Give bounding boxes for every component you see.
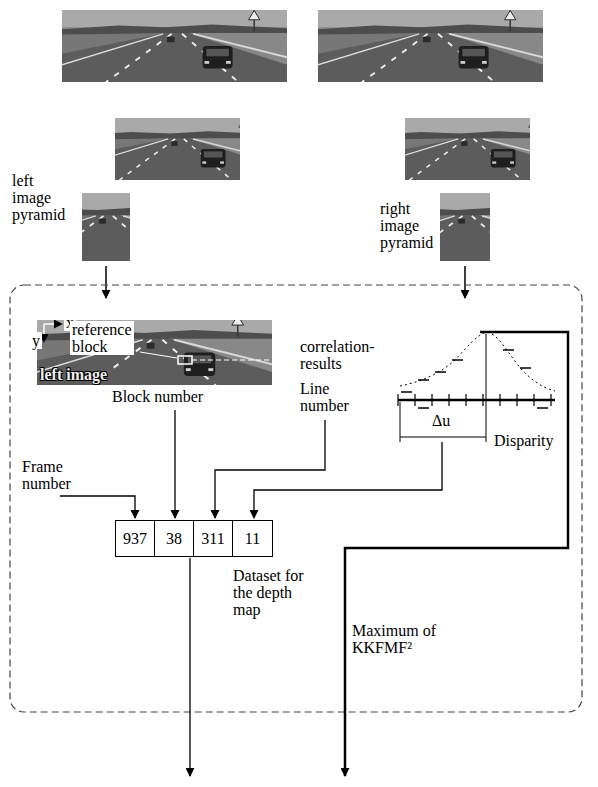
input-arrow (464, 266, 466, 298)
field-label: Frame number (22, 458, 71, 492)
leader-line (140, 352, 177, 358)
output-label: Maximum of KKFMF² (352, 622, 452, 656)
correlation-plot (398, 332, 555, 442)
axis-arrow (43, 324, 45, 342)
dimension-label: Disparity (494, 432, 554, 449)
field-value: 11 (245, 530, 260, 548)
record-field: 311 (193, 520, 233, 557)
field-value: 937 (123, 530, 147, 548)
plot-label: correlation-results (300, 338, 375, 372)
field-value: 38 (166, 530, 182, 548)
field-wire (60, 410, 442, 776)
axis-arrow (44, 323, 62, 325)
camera-image (318, 9, 543, 84)
dataset-record: Dataset for the depth map9373831111 (115, 520, 273, 557)
record-field: 38 (154, 520, 194, 557)
camera-image (375, 118, 561, 180)
record-field: 11 (232, 520, 273, 557)
left-image (37, 313, 272, 391)
input-arrow (105, 266, 107, 298)
camera-image (62, 9, 287, 84)
image-pyramid (4, 9, 567, 262)
reference-block (178, 356, 192, 364)
dimension-label: Δu (432, 412, 450, 429)
axis-label: y (30, 332, 42, 349)
process-region (10, 285, 582, 712)
pyramid-label: left image pyramid (12, 172, 65, 223)
camera-image (363, 193, 567, 261)
field-label: Block number (112, 388, 203, 405)
search-line (192, 359, 270, 360)
camera-image (85, 118, 271, 180)
record-field: 937 (115, 520, 155, 557)
field-value: 311 (201, 530, 224, 548)
maximum-line (345, 332, 568, 776)
field-label: Line number (300, 380, 349, 414)
record-heading: Dataset for the depth map (233, 567, 305, 618)
image-caption: left image (40, 366, 107, 383)
callout-label: reference block (70, 321, 134, 355)
pyramid-label: right image pyramid (380, 200, 433, 251)
